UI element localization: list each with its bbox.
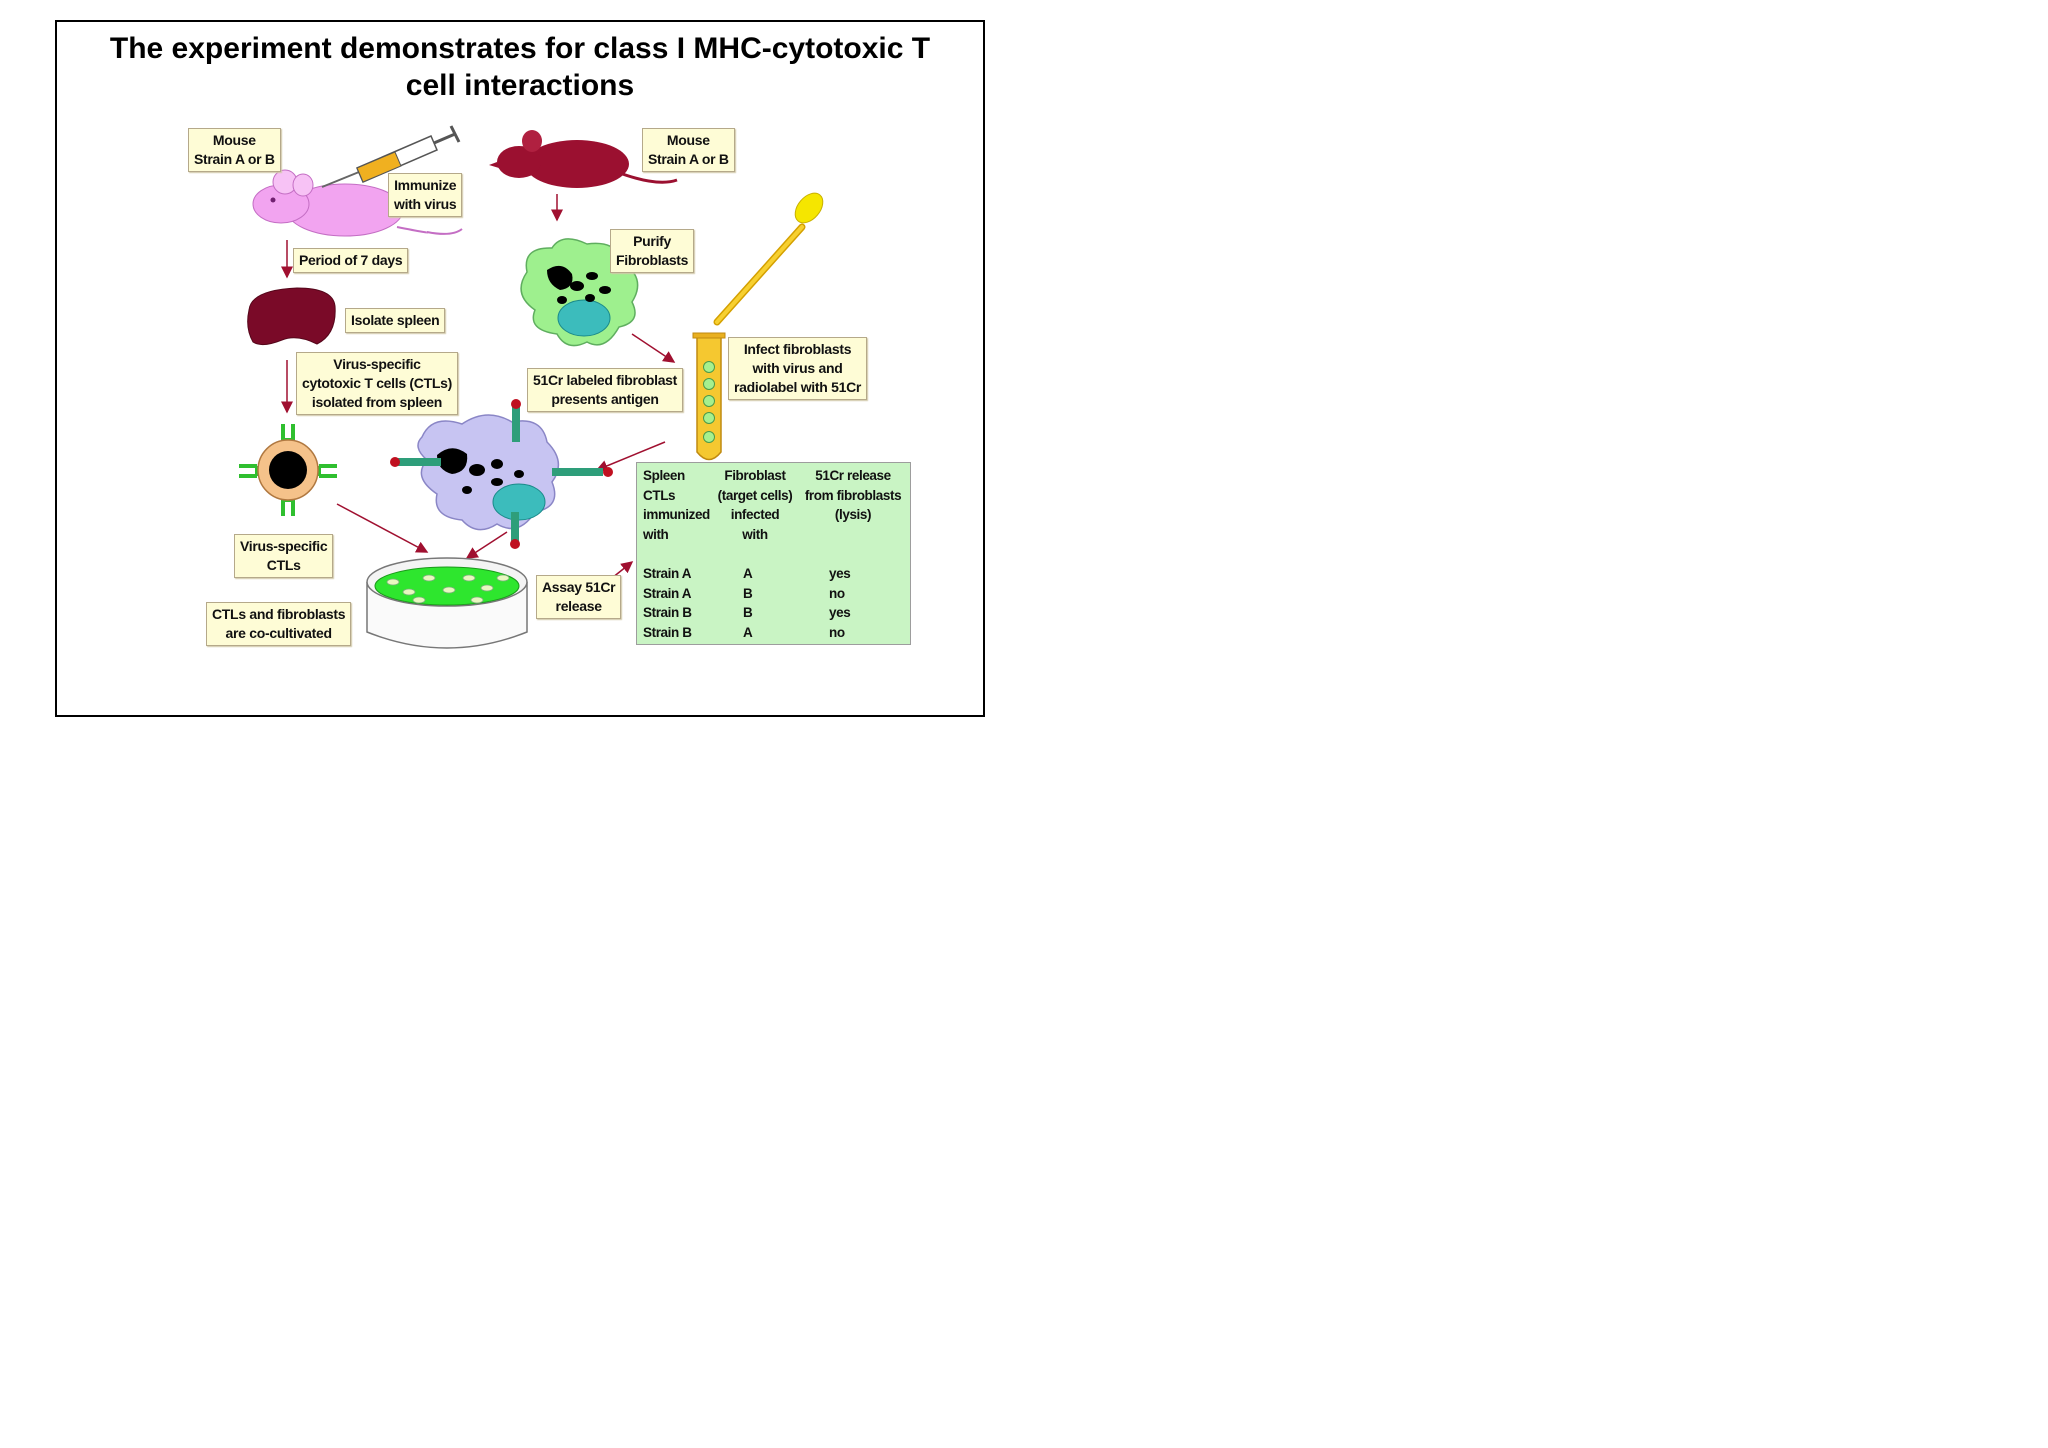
- header-text: immunized: [643, 507, 710, 522]
- label-text: are co-cultivated: [225, 625, 332, 641]
- table-cell: B: [743, 605, 753, 620]
- results-table: Spleen CTLs immunized with Fibroblast (t…: [636, 462, 911, 645]
- label-ctls-isolated: Virus-specific cytotoxic T cells (CTLs) …: [296, 352, 458, 415]
- diagram-artwork: [239, 125, 824, 649]
- header-text: (target cells): [717, 487, 793, 503]
- arrow-fib-to-dish: [465, 531, 508, 559]
- petri-dish-icon: [366, 557, 528, 649]
- label-text: Purify: [633, 233, 672, 249]
- header-text: with: [643, 526, 669, 542]
- table-cell: no: [829, 624, 845, 640]
- header-text: from fibroblasts: [804, 487, 902, 503]
- arrow-ctl-to-dish: [336, 503, 429, 553]
- label-text: Strain A or B: [194, 151, 275, 167]
- label-mouse-right: Mouse Strain A or B: [642, 128, 735, 172]
- label-text: radiolabel with 51Cr: [734, 379, 862, 395]
- diagram-title: The experiment demonstrates for class I …: [57, 30, 983, 104]
- mouse-maroon-icon: [489, 130, 678, 188]
- label-text: Immunize: [394, 177, 457, 193]
- label-text: with virus and: [752, 360, 843, 376]
- header-text: infected: [730, 507, 780, 522]
- label-immunize: Immunize with virus: [388, 173, 463, 217]
- label-text: release: [555, 598, 602, 614]
- label-text: 51Cr labeled fibroblast: [533, 372, 678, 388]
- table-row: Strain B B yes: [637, 603, 910, 623]
- label-assay: Assay 51Cr release: [536, 575, 622, 619]
- table-header-immunized: Spleen CTLs immunized with: [643, 466, 710, 544]
- dropper-icon: [713, 192, 824, 326]
- label-period: Period of 7 days: [293, 248, 409, 273]
- flow-arrows: [281, 194, 676, 583]
- header-text: (lysis): [834, 507, 872, 522]
- mouse-pink-icon: [252, 169, 463, 237]
- table-cell: Strain B: [643, 605, 692, 620]
- label-text: Period of 7 days: [299, 252, 403, 268]
- label-text: Virus-specific: [240, 538, 328, 554]
- label-text: CTLs: [266, 557, 301, 573]
- table-cell: Strain A: [643, 585, 692, 601]
- label-text: with virus: [394, 196, 457, 212]
- label-text: Mouse: [212, 132, 256, 148]
- label-cocultivated: CTLs and fibroblasts are co-cultivated: [206, 602, 352, 646]
- table-cell: Strain B: [643, 624, 692, 640]
- table-row: Strain A A yes: [637, 564, 910, 584]
- label-text: CTLs and fibroblasts: [212, 606, 346, 622]
- label-mouse-left: Mouse Strain A or B: [188, 128, 281, 172]
- table-cell: A: [743, 566, 753, 581]
- label-labeled-fibroblast: 51Cr labeled fibroblast presents antigen: [527, 368, 684, 412]
- label-text: presents antigen: [551, 391, 659, 407]
- table-cell: no: [829, 585, 845, 601]
- label-isolate-spleen: Isolate spleen: [345, 308, 446, 333]
- table-cell: B: [743, 585, 753, 601]
- title-line-2: cell interactions: [405, 69, 635, 102]
- ctl-cell-icon: [239, 424, 337, 516]
- header-text: Fibroblast: [724, 468, 786, 483]
- test-tube-icon: [692, 332, 726, 461]
- table-cell: A: [743, 624, 753, 640]
- table-header-infected: Fibroblast (target cells) infected with: [715, 466, 795, 544]
- label-text: Assay 51Cr: [542, 579, 616, 595]
- label-text: Infect fibroblasts: [743, 341, 852, 357]
- label-infect: Infect fibroblasts with virus and radiol…: [728, 337, 868, 400]
- header-text: CTLs: [643, 487, 676, 503]
- table-cell: Strain A: [643, 566, 692, 581]
- table-header-release: 51Cr release from fibroblasts (lysis): [797, 466, 909, 525]
- label-text: Fibroblasts: [616, 252, 689, 268]
- mhc-receptors: [390, 399, 613, 549]
- label-text: Strain A or B: [648, 151, 729, 167]
- table-cell: yes: [829, 605, 851, 620]
- syringe-icon: [321, 125, 461, 188]
- spleen-icon: [247, 287, 336, 346]
- header-text: 51Cr release: [815, 468, 891, 483]
- arrow-to-labeled: [595, 441, 666, 472]
- labeled-fibroblast-icon: [390, 399, 613, 549]
- title-line-1: The experiment demonstrates for class I …: [109, 32, 931, 65]
- fibroblast-icon: [520, 238, 639, 347]
- label-virus-ctls: Virus-specific CTLs: [234, 534, 334, 578]
- arrow-to-tube: [631, 333, 676, 363]
- header-text: with: [742, 526, 768, 542]
- header-text: Spleen: [643, 468, 685, 483]
- diagram-frame: The experiment demonstrates for class I …: [55, 20, 985, 717]
- label-purify: Purify Fibroblasts: [610, 229, 695, 273]
- label-text: Virus-specific: [333, 356, 421, 372]
- label-text: cytotoxic T cells (CTLs): [302, 375, 452, 391]
- label-text: isolated from spleen: [311, 394, 443, 410]
- table-row: Strain A B no: [637, 584, 910, 604]
- table-row: Strain B A no: [637, 623, 910, 643]
- label-text: Mouse: [666, 132, 710, 148]
- label-text: Isolate spleen: [351, 312, 440, 328]
- table-cell: yes: [829, 566, 851, 581]
